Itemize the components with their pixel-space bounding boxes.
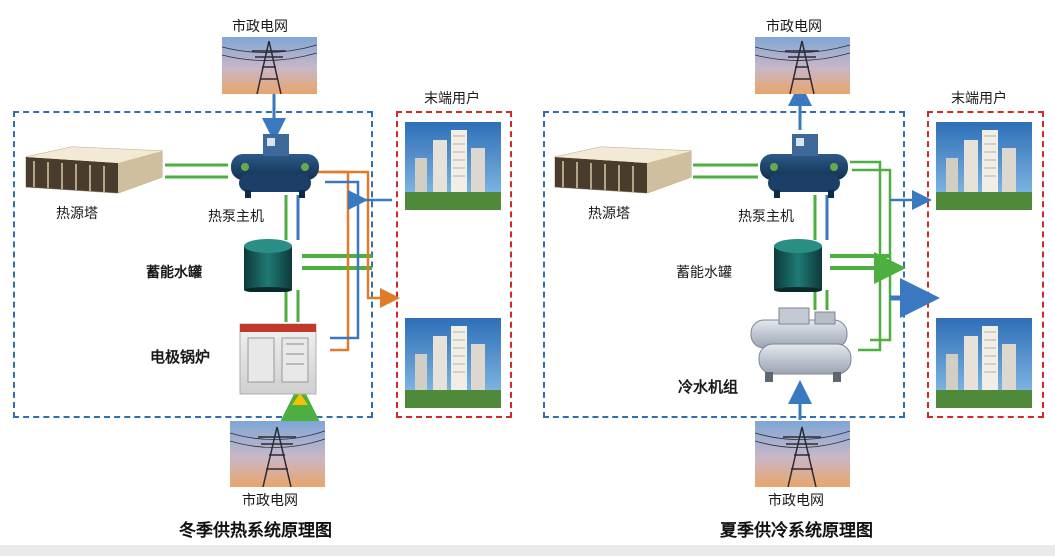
power-tower-icon xyxy=(222,37,317,94)
summer-end-user-boundary xyxy=(927,111,1044,418)
summer-end-user-building-bottom xyxy=(936,318,1032,408)
summer-end-user-building-top xyxy=(936,122,1032,210)
bottom-divider xyxy=(0,545,1055,556)
building-icon xyxy=(405,122,501,210)
summer-chiller xyxy=(745,306,860,386)
chiller-icon xyxy=(750,307,852,382)
summer-end-user-label: 末端用户 xyxy=(951,91,1007,107)
heat-pump-icon xyxy=(760,134,848,198)
winter-grid-top-label: 市政电网 xyxy=(232,19,288,35)
water-tank-icon xyxy=(244,239,292,292)
winter-grid-top-image xyxy=(222,37,317,94)
summer-storage-tank xyxy=(770,236,826,292)
winter-grid-bottom-label: 市政电网 xyxy=(242,493,298,509)
cooling-tower-icon xyxy=(25,146,163,194)
winter-electrode-boiler-label: 电极锅炉 xyxy=(150,348,211,366)
summer-chiller-label: 冷水机组 xyxy=(678,378,739,396)
cooling-tower-icon xyxy=(554,146,692,194)
winter-storage-tank xyxy=(240,236,296,292)
heat-pump-icon xyxy=(231,134,319,198)
electric-boiler-icon xyxy=(239,323,317,395)
summer-grid-top-image xyxy=(755,37,850,94)
summer-heat-source-tower-label: 热源塔 xyxy=(588,206,630,222)
summer-storage-tank-label: 蓄能水罐 xyxy=(676,265,732,281)
summer-grid-bottom-label: 市政电网 xyxy=(768,493,824,509)
summer-heat-pump-label: 热泵主机 xyxy=(738,209,794,225)
water-tank-icon xyxy=(774,239,822,292)
winter-storage-tank-label: 蓄能水罐 xyxy=(146,265,202,281)
winter-electrode-boiler xyxy=(238,320,318,396)
building-icon xyxy=(936,122,1032,210)
power-tower-icon xyxy=(230,421,325,487)
summer-diagram-title: 夏季供冷系统原理图 xyxy=(720,521,873,541)
winter-end-user-building-bottom xyxy=(405,318,501,408)
summer-heat-pump xyxy=(754,130,854,198)
winter-end-user-building-top xyxy=(405,122,501,210)
summer-grid-bottom-image xyxy=(755,421,850,487)
winter-end-user-boundary xyxy=(396,111,512,418)
winter-heat-pump xyxy=(225,130,325,198)
power-tower-icon xyxy=(755,421,850,487)
winter-diagram-title: 冬季供热系统原理图 xyxy=(179,521,332,541)
winter-system-boundary xyxy=(13,111,373,418)
building-icon xyxy=(936,318,1032,408)
winter-heat-pump-label: 热泵主机 xyxy=(208,209,264,225)
winter-grid-bottom-image xyxy=(230,421,325,487)
winter-heat-source-tower xyxy=(22,137,167,197)
building-icon xyxy=(405,318,501,408)
power-tower-icon xyxy=(755,37,850,94)
summer-heat-source-tower xyxy=(551,137,696,197)
summer-grid-top-label: 市政电网 xyxy=(766,19,822,35)
winter-heat-source-tower-label: 热源塔 xyxy=(56,206,98,222)
winter-end-user-label: 末端用户 xyxy=(424,91,480,107)
